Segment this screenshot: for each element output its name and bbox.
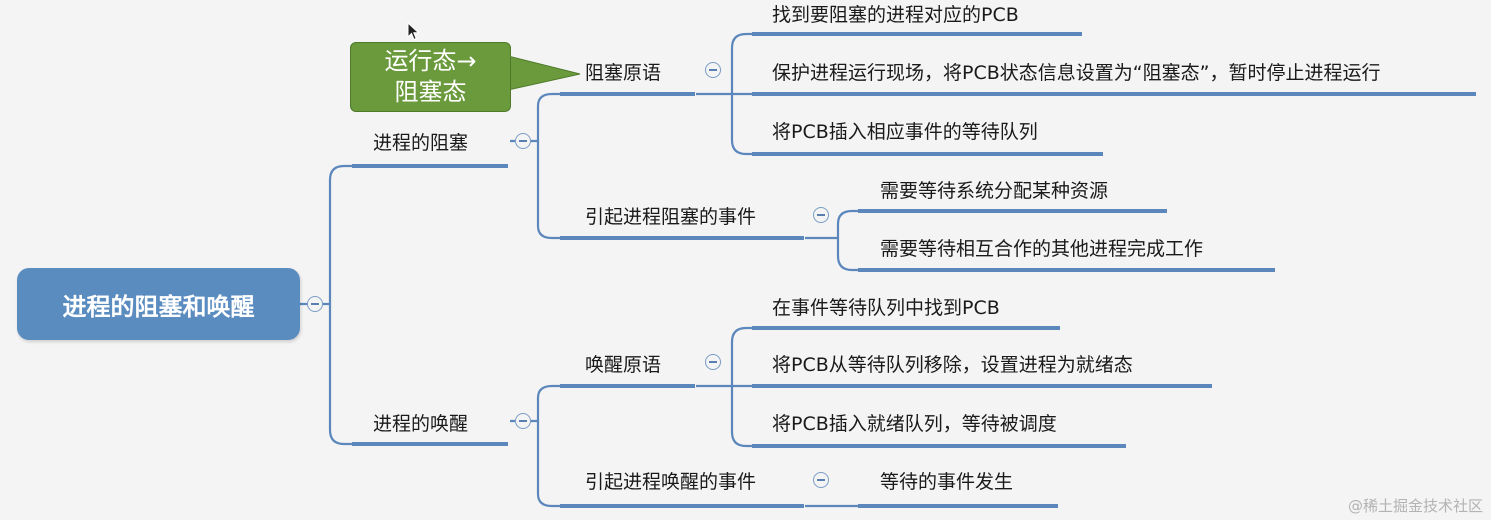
topic-wake-primitive[interactable]: 唤醒原语 [585,354,662,376]
leaf-item[interactable]: 等待的事件发生 [880,471,1014,493]
leaf-item[interactable]: 将PCB从等待队列移除，设置进程为就绪态 [772,354,1133,376]
root-node[interactable]: 进程的阻塞和唤醒 [17,268,300,340]
collapse-icon-block[interactable] [515,133,531,149]
leaf-item[interactable]: 在事件等待队列中找到PCB [772,297,1000,319]
root-label: 进程的阻塞和唤醒 [62,292,255,321]
leaf-item[interactable]: 需要等待系统分配某种资源 [880,180,1109,202]
state-callout: 运行态→ 阻塞态 [350,42,511,112]
callout-pointer [507,55,581,91]
collapse-icon-root[interactable] [307,296,323,312]
mouse-cursor-icon [407,22,420,41]
collapse-icon-wake-events[interactable] [813,472,829,488]
collapse-icon-wake[interactable] [515,413,531,429]
collapse-icon-block-primitive[interactable] [705,62,721,78]
leaf-item[interactable]: 将PCB插入就绪队列，等待被调度 [772,413,1057,435]
leaf-item[interactable]: 保护进程运行现场，将PCB状态信息设置为“阻塞态”，暂时停止进程运行 [772,62,1381,84]
callout-line-1: 运行态→ [384,47,477,75]
watermark: @稀土掘金技术社区 [1347,497,1483,515]
collapse-icon-block-events[interactable] [813,207,829,223]
branch-block-label[interactable]: 进程的阻塞 [373,132,469,154]
topic-block-events[interactable]: 引起进程阻塞的事件 [585,206,757,228]
collapse-icon-wake-primitive[interactable] [705,354,721,370]
leaf-item[interactable]: 需要等待相互合作的其他进程完成工作 [880,238,1204,260]
leaf-item[interactable]: 找到要阻塞的进程对应的PCB [772,4,1019,26]
branch-wake-label[interactable]: 进程的唤醒 [373,413,469,435]
topic-block-primitive[interactable]: 阻塞原语 [585,62,662,84]
leaf-item[interactable]: 将PCB插入相应事件的等待队列 [772,121,1038,143]
topic-wake-events[interactable]: 引起进程唤醒的事件 [585,471,757,493]
callout-line-2: 阻塞态 [394,78,467,106]
